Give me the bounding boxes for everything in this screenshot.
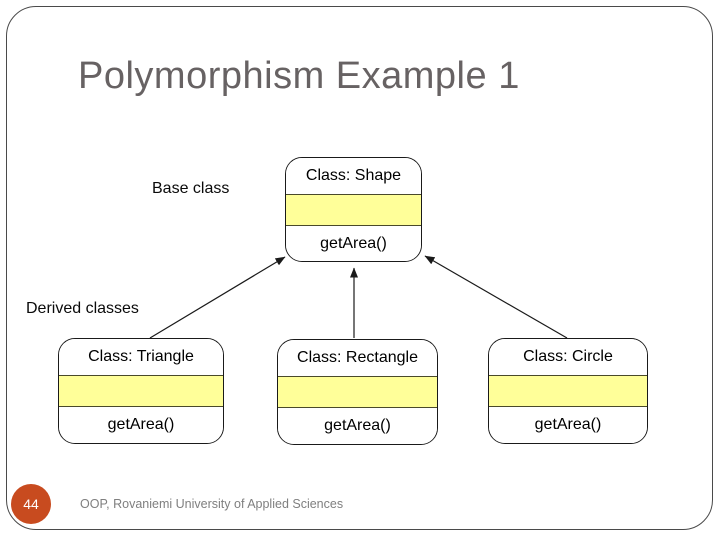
attributes-band bbox=[59, 376, 223, 407]
method-label: getArea() bbox=[286, 226, 421, 261]
class-box-rectangle: Class: Rectangle getArea() bbox=[277, 339, 438, 445]
class-title: Class: Rectangle bbox=[278, 340, 437, 377]
footer-text: OOP, Rovaniemi University of Applied Sci… bbox=[80, 497, 344, 511]
class-box-shape: Class: Shape getArea() bbox=[285, 157, 422, 262]
page-number: 44 bbox=[23, 496, 39, 512]
attributes-band bbox=[278, 377, 437, 408]
attributes-band bbox=[286, 195, 421, 226]
method-label: getArea() bbox=[489, 407, 647, 443]
derived-classes-label: Derived classes bbox=[26, 300, 139, 317]
method-label: getArea() bbox=[59, 407, 223, 443]
class-box-circle: Class: Circle getArea() bbox=[488, 338, 648, 444]
class-title: Class: Shape bbox=[286, 158, 421, 195]
attributes-band bbox=[489, 376, 647, 407]
method-label: getArea() bbox=[278, 408, 437, 444]
slide-border-frame bbox=[6, 6, 713, 530]
base-class-label: Base class bbox=[152, 180, 230, 197]
class-title: Class: Circle bbox=[489, 339, 647, 376]
class-box-triangle: Class: Triangle getArea() bbox=[58, 338, 224, 444]
slide-title: Polymorphism Example 1 bbox=[78, 55, 520, 97]
page-number-badge: 44 bbox=[11, 484, 51, 524]
class-title: Class: Triangle bbox=[59, 339, 223, 376]
